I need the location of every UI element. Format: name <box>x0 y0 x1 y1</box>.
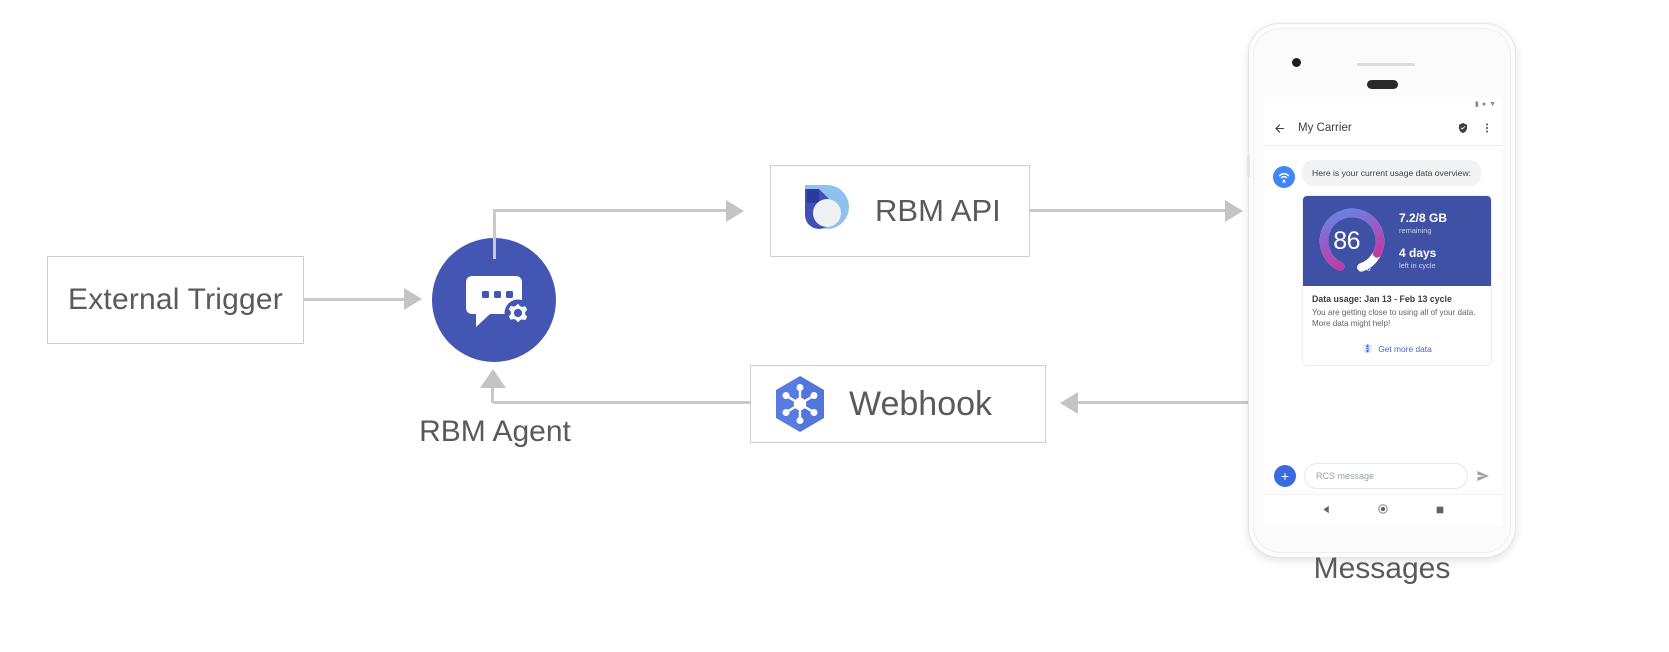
bot-message-bubble: Here is your current usage data overview… <box>1302 160 1482 187</box>
get-more-data-button[interactable]: Get more data <box>1303 336 1491 365</box>
card-stats: 7.2/8 GB remaining 4 days left in cycle <box>1391 210 1491 271</box>
card-description: You are getting close to using all of yo… <box>1312 308 1476 329</box>
card-media: 86 % 7.2/8 GB remaining 4 days le <box>1303 196 1491 286</box>
message-row: Here is your current usage data overview… <box>1273 160 1493 188</box>
data-usage-card[interactable]: 86 % 7.2/8 GB remaining 4 days le <box>1302 195 1492 366</box>
app-bar: My Carrier <box>1264 111 1502 146</box>
stat-value: 7.2/8 GB <box>1399 210 1448 225</box>
phone-screen: ▮ ● ▼ My Carrier <box>1264 97 1502 525</box>
arrow-webhook-to-agent-head <box>480 369 506 388</box>
stat-days-left: 4 days left in cycle <box>1399 246 1491 271</box>
rbm-api-label: RBM API <box>875 193 1001 228</box>
nav-recents-icon[interactable] <box>1436 501 1444 519</box>
arrow-trigger-to-agent-line <box>304 298 404 301</box>
send-icon[interactable] <box>1476 469 1492 483</box>
external-trigger-label: External Trigger <box>68 283 283 316</box>
stat-caption: left in cycle <box>1399 261 1436 271</box>
earpiece-speaker <box>1367 80 1398 89</box>
webhook-node[interactable]: Webhook <box>750 365 1046 443</box>
arrow-phone-to-webhook-line <box>1078 401 1248 404</box>
android-nav-bar <box>1264 494 1502 525</box>
message-composer: + RCS message <box>1264 457 1502 495</box>
rcs-message-input[interactable]: RCS message <box>1304 463 1468 489</box>
back-arrow-icon[interactable] <box>1273 122 1286 135</box>
arrow-agent-to-api-vline <box>493 211 496 259</box>
arrow-phone-to-webhook-head <box>1060 392 1078 414</box>
gauge-unit: % <box>1361 262 1371 274</box>
external-trigger-node[interactable]: External Trigger <box>47 256 304 344</box>
rbm-api-node[interactable]: RBM API <box>770 165 1030 257</box>
arrow-webhook-to-agent-hline <box>493 401 750 404</box>
nav-home-icon[interactable] <box>1378 501 1389 519</box>
card-title: Data usage: Jan 13 - Feb 13 cycle <box>1312 294 1452 304</box>
stat-data-remaining: 7.2/8 GB remaining <box>1399 210 1491 235</box>
conversation-title: My Carrier <box>1298 122 1352 134</box>
rbm-api-icon <box>801 185 849 229</box>
status-bar: ▮ ● ▼ <box>1264 97 1502 111</box>
more-vert-icon[interactable] <box>1481 122 1493 134</box>
arrow-api-to-phone-line <box>1030 209 1225 212</box>
usage-gauge: 86 % <box>1313 202 1391 280</box>
phone-power-button[interactable] <box>1247 155 1250 177</box>
signal-icon: ▮ <box>1474 100 1479 108</box>
stat-value: 4 days <box>1399 246 1437 260</box>
rbm-agent-label: RBM Agent <box>419 415 571 448</box>
battery-icon: ▼ <box>1489 100 1496 108</box>
arrow-trigger-to-agent-head <box>404 288 422 310</box>
nav-back-icon[interactable] <box>1322 501 1331 519</box>
device-label: Messages <box>1313 552 1451 585</box>
carrier-bot-icon <box>1273 166 1295 188</box>
phone-device: ▮ ● ▼ My Carrier <box>1247 24 1515 557</box>
stat-caption: remaining <box>1399 226 1432 235</box>
gauge-value: 86 <box>1333 226 1361 255</box>
get-more-data-label: Get more data <box>1378 344 1432 355</box>
proximity-sensor <box>1357 63 1415 66</box>
rcs-message-placeholder: RCS message <box>1316 471 1375 481</box>
wifi-icon: ● <box>1481 100 1487 108</box>
plus-icon: + <box>1280 468 1290 484</box>
front-camera-icon <box>1292 58 1301 67</box>
add-attachment-button[interactable]: + <box>1274 465 1296 487</box>
arrow-webhook-to-agent-vline <box>491 388 494 403</box>
conversation-pane: Here is your current usage data overview… <box>1264 146 1502 366</box>
arrow-agent-to-api-hline <box>493 209 726 212</box>
arrow-api-to-phone-head <box>1225 200 1243 222</box>
globe-icon <box>1362 343 1373 356</box>
card-body: Data usage: Jan 13 - Feb 13 cycle You ar… <box>1303 286 1491 336</box>
webhook-hexagon-icon <box>776 376 824 432</box>
chat-gear-icon <box>466 276 532 327</box>
arrow-agent-to-api-head <box>726 200 744 222</box>
verified-shield-icon <box>1457 122 1469 134</box>
gauge-readout: 86 % <box>1313 202 1391 280</box>
webhook-label: Webhook <box>849 384 993 423</box>
